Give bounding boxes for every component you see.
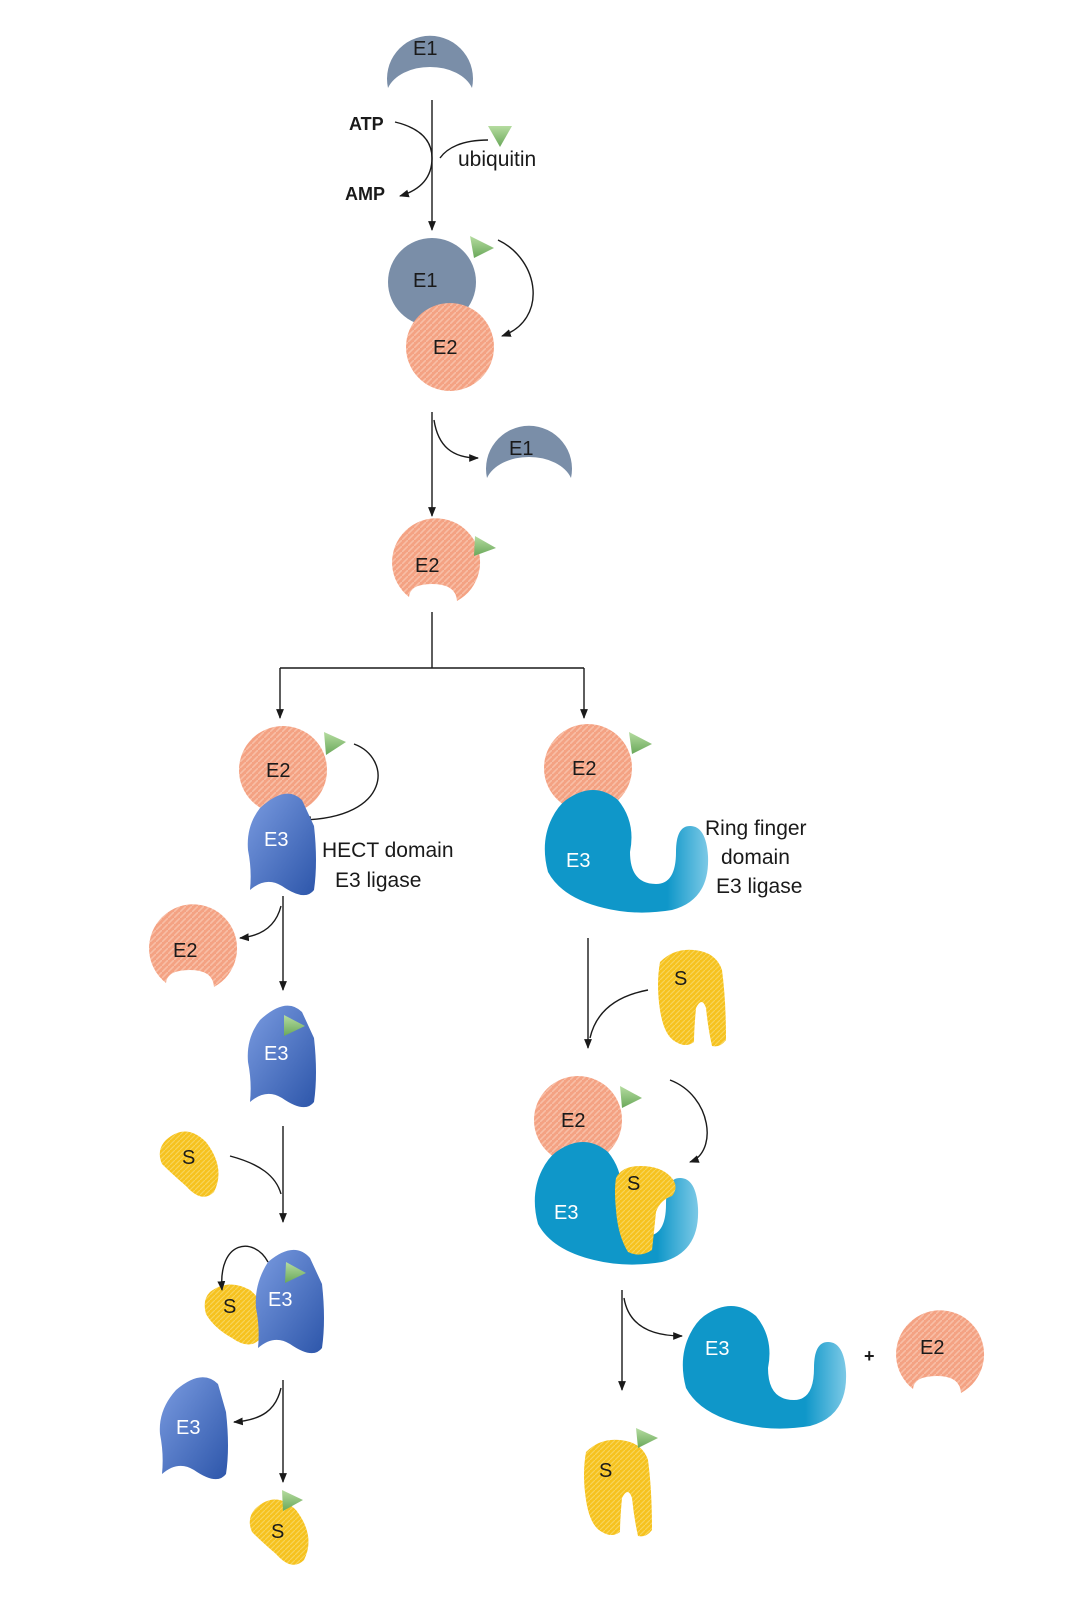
e3-label: E3 [705,1338,729,1360]
ring-e3-released [682,1306,847,1429]
e2-enzyme-hect [239,726,327,814]
e2-enzyme-ring-complex [534,1076,622,1164]
amp-label: AMP [345,184,385,204]
e2-label: E2 [920,1337,944,1359]
ubiquitin-icon [285,1262,306,1283]
ubiquitin-transfer-arrow [497,239,534,337]
e2-label: E2 [561,1110,585,1132]
e1-release-curve [433,419,479,462]
substrate-in-curve [229,1155,282,1195]
ubiquitin-icon [470,236,494,258]
plus-sign: + [864,1346,875,1366]
e1-enzyme-released [486,425,573,478]
e3-label: E3 [264,829,288,851]
e3-label: E3 [264,1043,288,1065]
ubiquitin-to-e3-arrow [301,743,379,824]
ubiquitin-icon [282,1490,303,1511]
substrate-ubiquitinated-ring [584,1439,652,1537]
e2-release-curve [239,905,282,942]
e2-label: E2 [572,758,596,780]
e3-label: E3 [554,1202,578,1224]
hect-e3-released [159,1377,228,1480]
s-label: S [627,1173,640,1195]
e3-label: E3 [566,850,590,872]
e2-enzyme-charged [392,518,481,601]
ring-e3-ligase [544,790,709,913]
s-label: S [182,1147,195,1169]
e1-label: E1 [413,38,437,60]
ubiquitin-icon [636,1428,658,1448]
e1-label: E1 [509,438,533,460]
ubiquitin-icon [284,1015,305,1036]
e1-label: E1 [413,270,437,292]
e2-label: E2 [433,337,457,359]
substrate-in-curve [589,989,649,1039]
ubiquitin-icon [488,126,512,147]
hect-e3-ligase [247,793,316,896]
substrate-hect [159,1131,219,1197]
e3-label: E3 [176,1417,200,1439]
ubiquitin-in-curve [439,139,489,159]
ring-caption-line2: domain [721,846,790,869]
s-label: S [674,968,687,990]
substrate-ubiquitinated-hect [249,1499,309,1565]
hect-e3-charged [247,1005,316,1108]
substrate-bound-ring [615,1166,676,1255]
substrate-ring [658,949,726,1047]
atp-label: ATP [349,114,384,134]
substrate-bound-hect [204,1284,265,1345]
ubiquitin-to-substrate-arrow [217,1245,269,1291]
atp-amp-curve [394,121,433,198]
ubiquitin-icon [324,732,346,755]
e2-enzyme-released-ring [896,1310,985,1393]
e2-label: E2 [173,940,197,962]
s-label: S [599,1460,612,1482]
hect-e3-bound [255,1249,324,1354]
s-label: S [271,1521,284,1543]
e2-label: E2 [415,555,439,577]
ubiquitin-label: ubiquitin [458,148,536,171]
s-label: S [223,1296,236,1318]
e3-label: E3 [268,1289,292,1311]
ubiquitin-icon [620,1086,642,1108]
ubiquitin-to-substrate-arrow [669,1079,708,1163]
hect-caption-line1: HECT domain [322,839,454,862]
release-curve [623,1297,683,1340]
e2-enzyme-ring [544,724,632,812]
e2-label: E2 [266,760,290,782]
e2-enzyme-released-hect [149,904,238,987]
ring-caption-line3: E3 ligase [716,875,802,898]
e3-release-curve [233,1387,282,1426]
e1-enzyme [387,35,473,88]
ubiquitin-icon [474,536,496,556]
ring-caption-line1: Ring finger [705,817,807,840]
hect-caption-line2: E3 ligase [335,869,421,892]
ubiquitin-icon [629,732,652,754]
e2-enzyme-bound [406,303,494,391]
